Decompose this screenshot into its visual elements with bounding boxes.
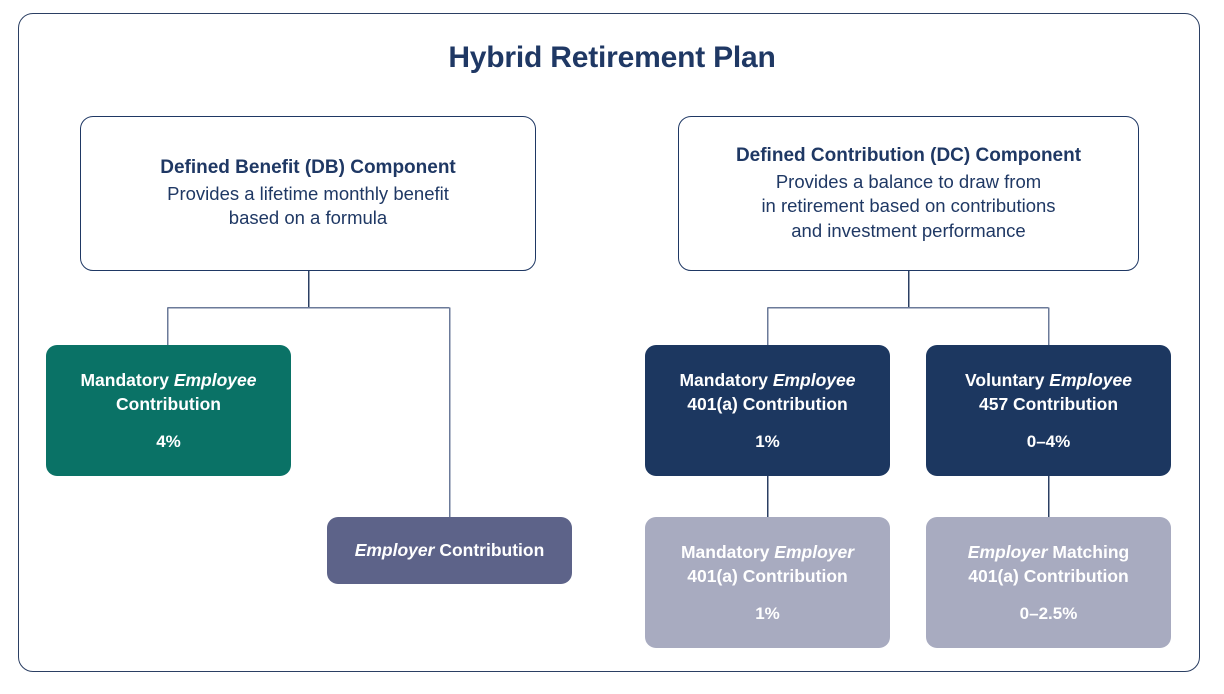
db-employee-line-1-pre: Mandatory <box>80 370 174 391</box>
dc-employee-401a-line-1-pre: Mandatory <box>679 370 773 391</box>
node-dc-mandatory-employer-401a[interactable]: Mandatory Employer 401(a) Contribution 1… <box>645 517 890 648</box>
db-employer-line-1: Employer Contribution <box>355 539 545 563</box>
db-employee-line-1-emphasis: Employee <box>173 370 257 391</box>
dc-employee-401a-line-2: 401(a) Contribution <box>687 394 848 414</box>
dc-component-line-2: in retirement based on contributions <box>761 195 1056 217</box>
dc-employee-457-line-2: 457 Contribution <box>978 394 1119 414</box>
dc-employer-match-line-1: Employer Matching <box>968 541 1129 565</box>
dc-employee-457-line-1: Voluntary Employee <box>965 369 1132 393</box>
dc-component-line-1: Provides a balance to draw from <box>775 170 1042 192</box>
dc-employee-401a-line-1-emphasis: Employee <box>772 370 856 391</box>
dc-component-title: Defined Contribution (DC) Component <box>735 145 1082 167</box>
db-employee-line-2: Contribution <box>116 394 221 414</box>
db-component-line-2: based on a formula <box>228 207 388 229</box>
db-component-line-1: Provides a lifetime monthly benefit <box>167 182 449 204</box>
dc-employer-match-line-1-emphasis: Employer <box>967 542 1048 563</box>
dc-employer-401a-line-1-pre: Mandatory <box>680 542 775 563</box>
dc-employer-match-line-2: 401(a) Contribution <box>968 566 1129 586</box>
node-dc-mandatory-employee-401a[interactable]: Mandatory Employee 401(a) Contribution 1… <box>645 345 890 476</box>
db-component-title: Defined Benefit (DB) Component <box>160 157 456 179</box>
db-employer-line-1-post: Contribution <box>434 539 545 560</box>
node-db-employer-contribution[interactable]: Employer Contribution <box>327 517 572 584</box>
dc-employee-457-line-1-pre: Voluntary <box>965 370 1050 391</box>
dc-component-line-3: and investment performance <box>791 219 1026 241</box>
dc-employer-401a-line-2: 401(a) Contribution <box>687 566 848 586</box>
db-employer-line-1-emphasis: Employer <box>354 539 435 560</box>
dc-employer-match-value: 0–2.5% <box>1019 603 1078 623</box>
dc-employee-457-line-1-emphasis: Employee <box>1049 370 1132 391</box>
dc-employee-457-value: 0–4% <box>1026 431 1071 451</box>
node-defined-benefit-component[interactable]: Defined Benefit (DB) Component Provides … <box>80 116 536 271</box>
node-db-mandatory-employee-contribution[interactable]: Mandatory Employee Contribution 4% <box>46 345 291 476</box>
dc-employer-401a-line-1: Mandatory Employer <box>681 541 854 565</box>
node-dc-voluntary-employee-457[interactable]: Voluntary Employee 457 Contribution 0–4% <box>926 345 1171 476</box>
dc-employer-match-line-1-post: Matching <box>1047 542 1130 563</box>
page-title: Hybrid Retirement Plan <box>448 41 776 74</box>
dc-employer-401a-line-1-emphasis: Employer <box>774 542 855 563</box>
node-defined-contribution-component[interactable]: Defined Contribution (DC) Component Prov… <box>678 116 1139 271</box>
node-dc-employer-matching-401a[interactable]: Employer Matching 401(a) Contribution 0–… <box>926 517 1171 648</box>
db-employee-value: 4% <box>156 431 181 451</box>
db-employee-line-1: Mandatory Employee <box>80 369 256 393</box>
dc-employee-401a-value: 1% <box>755 431 780 451</box>
dc-employer-401a-value: 1% <box>755 603 780 623</box>
dc-employee-401a-line-1: Mandatory Employee <box>679 369 855 393</box>
